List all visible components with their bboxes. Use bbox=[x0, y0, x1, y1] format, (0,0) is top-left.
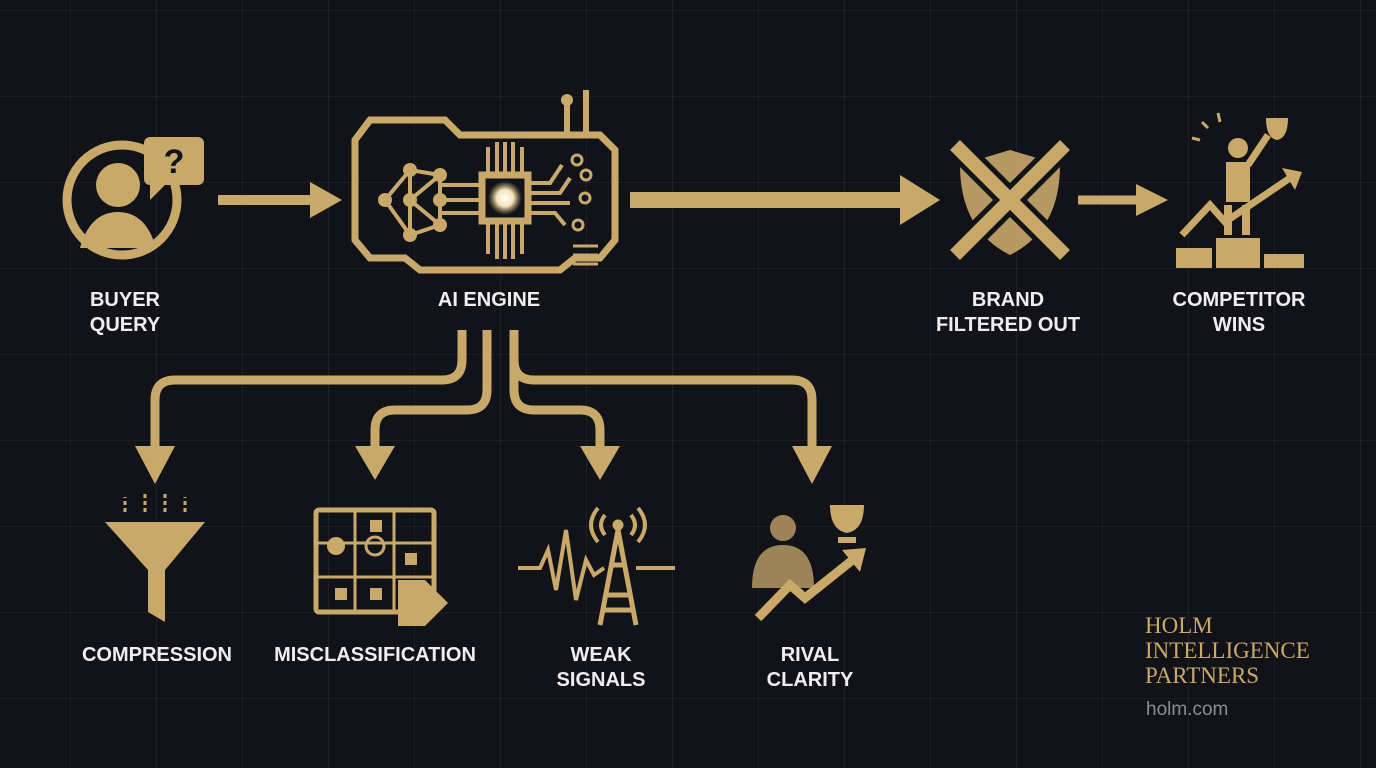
circuit-chip-icon bbox=[351, 90, 619, 274]
misclassification-label: MISCLASSIFICATION bbox=[274, 644, 476, 666]
brand-logo-text: HOLM INTELLIGENCE PARTNERS bbox=[1145, 613, 1310, 688]
signal-tower-icon bbox=[518, 506, 675, 626]
brand-filtered-label: BRAND FILTERED OUT bbox=[935, 289, 1081, 336]
arrow-filter-to-competitor bbox=[1078, 184, 1168, 216]
arrow-engine-to-filter bbox=[630, 175, 940, 225]
crossed-shield-icon bbox=[946, 136, 1074, 264]
podium-trophy-icon bbox=[1176, 112, 1304, 268]
grid-tag-icon bbox=[313, 507, 448, 626]
branch-arrows bbox=[150, 330, 817, 450]
buyer-query-label: BUYER QUERY bbox=[89, 289, 161, 336]
rival-clarity-label: RIVAL CLARITY bbox=[766, 644, 854, 691]
user-question-icon: ? bbox=[62, 137, 204, 260]
funnel-icon bbox=[105, 492, 205, 622]
ai-engine-label: AI ENGINE bbox=[437, 289, 541, 311]
rival-trophy-icon bbox=[752, 505, 866, 622]
brand-url: holm.com bbox=[1146, 699, 1229, 720]
arrow-query-to-engine bbox=[218, 182, 342, 218]
compression-label: COMPRESSION bbox=[81, 644, 233, 666]
competitor-wins-label: COMPETITOR WINS bbox=[1172, 289, 1306, 336]
svg-text:?: ? bbox=[164, 143, 185, 181]
weak-signals-label: WEAK SIGNALS bbox=[556, 644, 646, 691]
